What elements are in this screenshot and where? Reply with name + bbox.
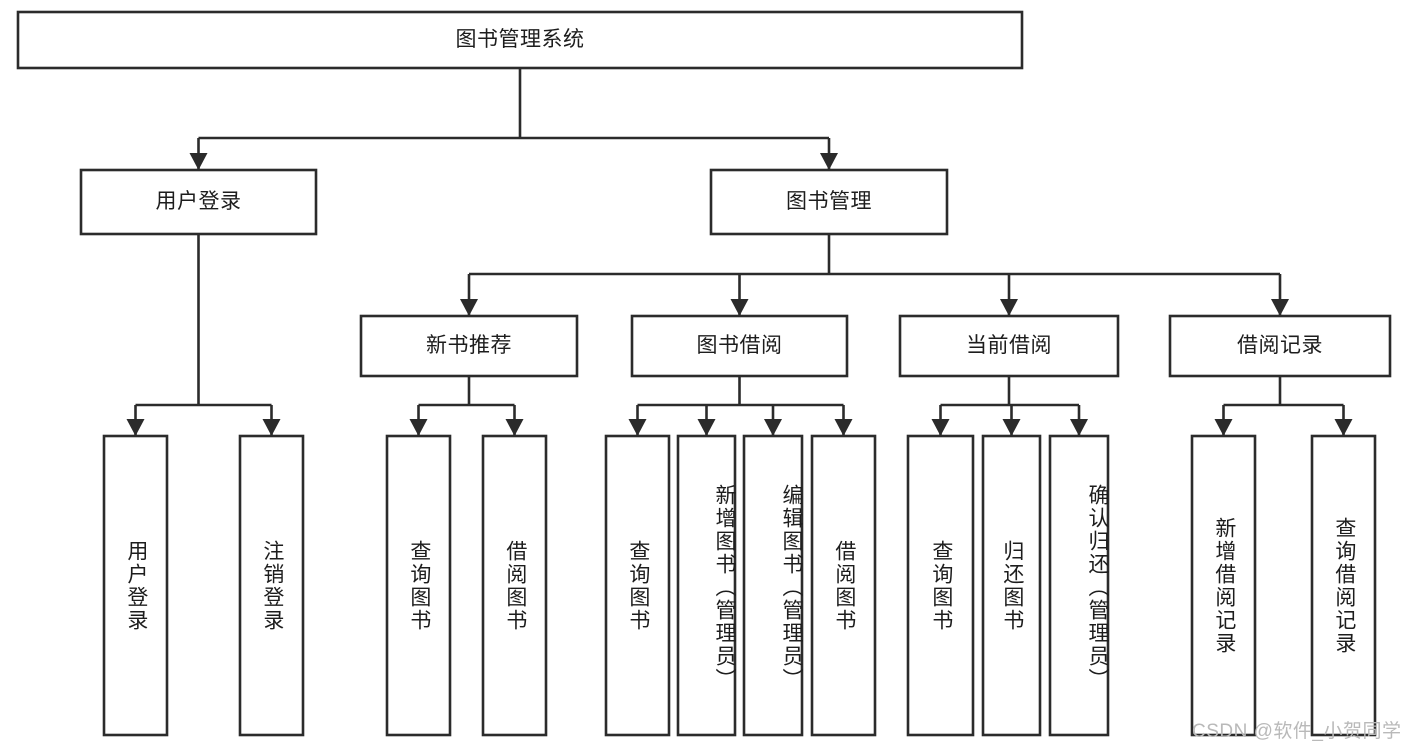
- arrow-head-leaf-edit-book: [764, 419, 782, 436]
- arrow-head-leaf-user-logout: [262, 419, 281, 436]
- node-box-borrow[interactable]: [630, 314, 849, 378]
- node-box-leaf-return-book[interactable]: [981, 434, 1042, 737]
- node-box-leaf-user-login[interactable]: [102, 434, 169, 737]
- node-box-leaf-add-book[interactable]: [676, 434, 737, 737]
- arrow-head-bookmgmt: [820, 153, 838, 170]
- node-box-current[interactable]: [898, 314, 1120, 378]
- node-box-leaf-add-record[interactable]: [1190, 434, 1257, 737]
- node-box-leaf-query-record[interactable]: [1310, 434, 1377, 737]
- node-box-leaf-query-book-1[interactable]: [385, 434, 452, 737]
- node-box-login[interactable]: [79, 168, 318, 236]
- arrow-head-current: [1000, 299, 1018, 316]
- arrow-head-leaf-query-record: [1334, 419, 1353, 436]
- node-box-leaf-confirm-return[interactable]: [1048, 434, 1110, 737]
- node-box-leaf-user-logout[interactable]: [238, 434, 305, 737]
- arrow-head-newbook: [460, 299, 478, 316]
- arrow-head-leaf-borrow-book-1: [505, 419, 524, 436]
- node-box-leaf-edit-book[interactable]: [742, 434, 804, 737]
- edges-group: [126, 68, 1353, 436]
- arrow-head-leaf-add-book: [697, 419, 716, 436]
- node-box-record[interactable]: [1168, 314, 1392, 378]
- arrow-head-borrow: [730, 299, 749, 316]
- node-box-newbook[interactable]: [359, 314, 579, 378]
- arrow-head-leaf-add-record: [1214, 419, 1233, 436]
- arrow-head-leaf-query-book-1: [409, 419, 428, 436]
- arrow-head-leaf-query-book-3: [931, 419, 950, 436]
- arrow-head-leaf-query-book-2: [628, 419, 647, 436]
- arrow-head-login: [189, 153, 208, 170]
- node-box-bookmgmt[interactable]: [709, 168, 949, 236]
- arrow-head-leaf-return-book: [1002, 419, 1021, 436]
- arrow-head-leaf-user-login: [126, 419, 145, 436]
- node-boxes-group: [16, 10, 1392, 737]
- arrow-head-leaf-borrow-book-2: [834, 419, 853, 436]
- node-box-leaf-query-book-2[interactable]: [604, 434, 671, 737]
- arrow-head-record: [1271, 299, 1289, 316]
- arrow-head-leaf-confirm-return: [1070, 419, 1088, 436]
- node-box-leaf-borrow-book-1[interactable]: [481, 434, 548, 737]
- node-box-leaf-query-book-3[interactable]: [906, 434, 975, 737]
- node-box-leaf-borrow-book-2[interactable]: [810, 434, 877, 737]
- node-box-root[interactable]: [16, 10, 1024, 70]
